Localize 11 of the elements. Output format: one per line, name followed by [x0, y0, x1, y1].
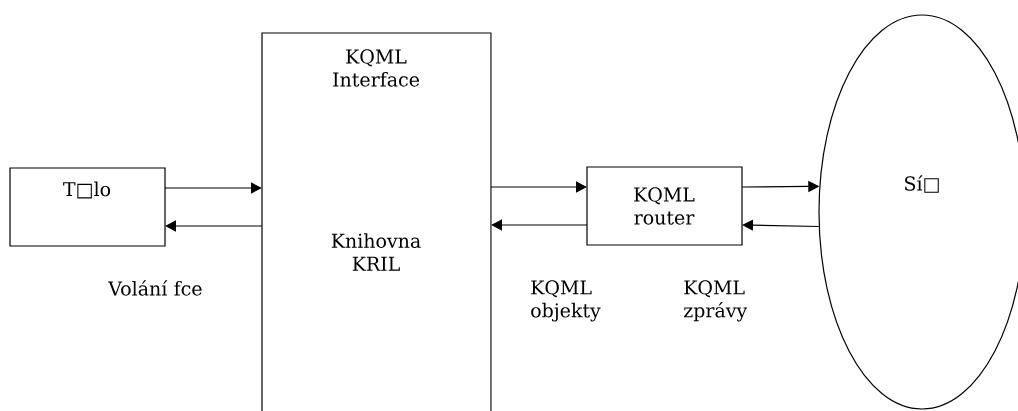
- block-box: KQML Interface Knihovna KRIL: [261, 32, 492, 411]
- arrow: [490, 181, 587, 193]
- label-text: Volání fce: [108, 280, 202, 296]
- arrow: [165, 220, 263, 232]
- label-text: KQML zprávy: [683, 280, 748, 322]
- process-box: T□lo: [9, 167, 166, 247]
- arrow: [742, 219, 820, 231]
- process-box: KQML router: [586, 166, 743, 246]
- arrow: [491, 219, 588, 231]
- arrow: [164, 182, 262, 194]
- label-text: KQML objekty: [531, 280, 601, 322]
